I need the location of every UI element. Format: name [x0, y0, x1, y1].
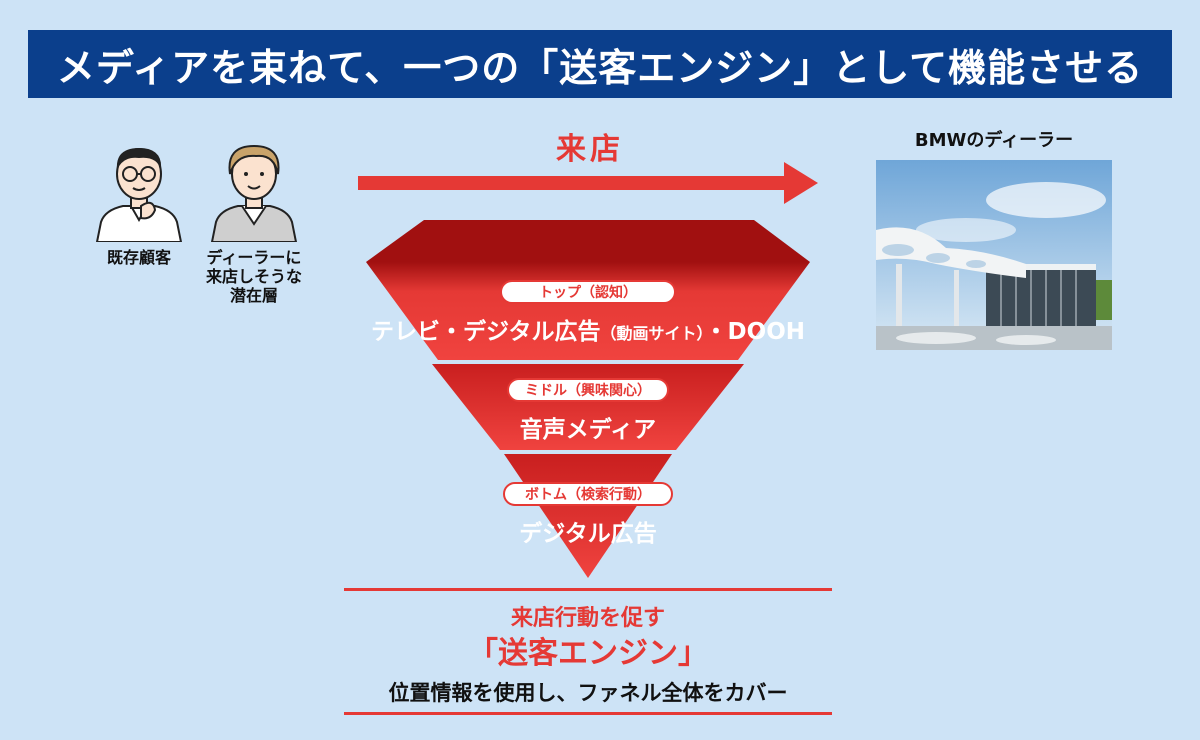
persona-label: 既存顧客 [106, 248, 171, 267]
funnel-top-small: （動画サイト） [600, 324, 705, 343]
funnel-bottom-tag: ボトム（検索行動） [503, 482, 673, 506]
funnel-middle-text: 音声メディア [519, 417, 657, 443]
prospect-person-icon [210, 144, 298, 242]
persona-label: ディーラーに 来店しそうな 潜在層 [205, 248, 302, 306]
engine-title: 「送客エンジン」 [468, 636, 708, 671]
funnel-top-tag: トップ（認知） [500, 280, 676, 304]
arrow-label: 来店 [556, 132, 624, 167]
page-title: メディアを束ねて、一つの「送客エンジン」として機能させる [28, 30, 1172, 98]
engine-description: 位置情報を使用し、ファネル全体をカバー [388, 681, 788, 705]
divider-bottom [344, 712, 832, 715]
divider-top [344, 588, 832, 591]
persona-prospect: ディーラーに 来店しそうな 潜在層 [194, 140, 314, 306]
right-arrow-icon [358, 162, 818, 204]
funnel-top-text: テレビ・デジタル広告（動画サイト）・DOOH [358, 312, 818, 346]
funnel-top-main: テレビ・デジタル広告 [370, 319, 601, 345]
customer-glasses-icon [95, 148, 183, 242]
engine-caption: 来店行動を促す [510, 606, 665, 631]
funnel-middle-tag: ミドル（興味関心） [507, 378, 669, 402]
funnel-stage-top [366, 262, 810, 360]
persona-existing-customer: 既存顧客 [84, 140, 194, 267]
funnel-top-suffix: ・DOOH [704, 319, 805, 345]
dealer-label: BMWのディーラー [914, 130, 1074, 151]
funnel-rim [366, 220, 810, 262]
funnel-bottom-text: デジタル広告 [519, 521, 657, 547]
dealer-building-photo [876, 160, 1112, 350]
